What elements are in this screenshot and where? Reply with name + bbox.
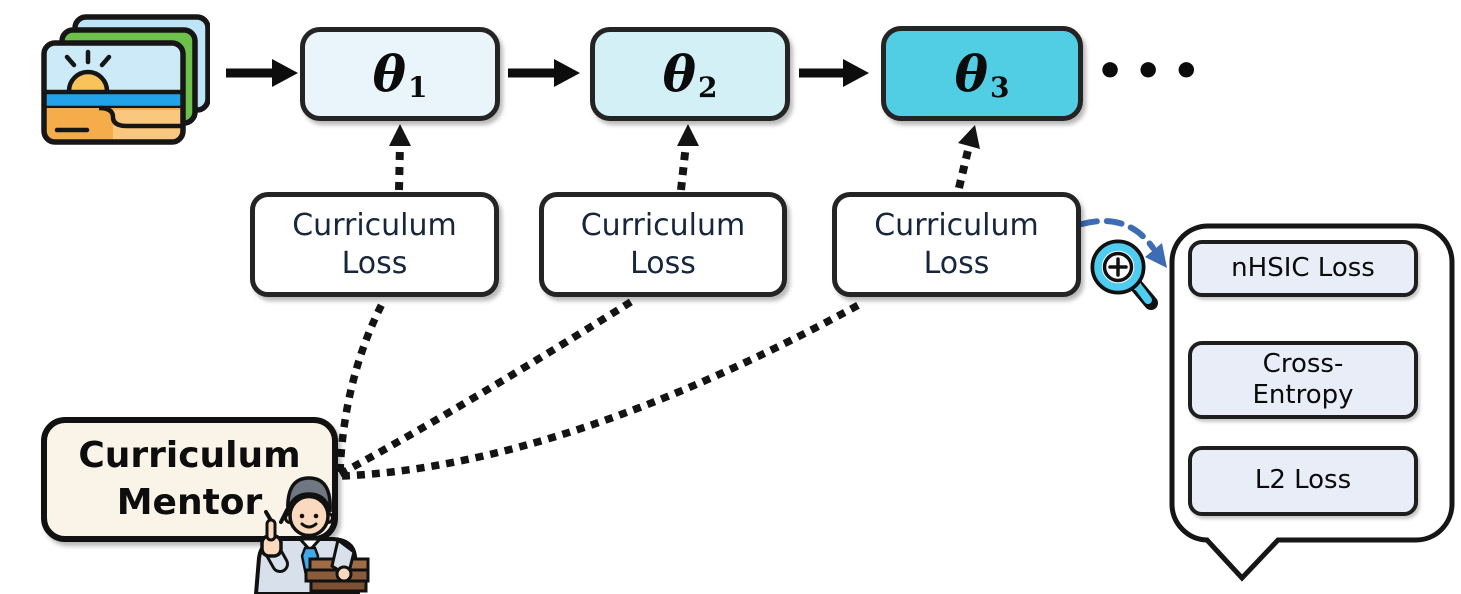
teacher-icon [253, 476, 370, 594]
curriculum-loss-box-1: Curriculum Loss [250, 192, 499, 297]
zoom-detail-arrow [1079, 218, 1167, 268]
mentor-to-loss-curve-1 [336, 300, 387, 473]
loss-to-model-arrow-3 [955, 125, 980, 189]
theta-subscript: 2 [697, 71, 718, 104]
bubble-item-label: Cross- Entropy [1252, 348, 1354, 410]
curriculum-loss-label: Curriculum Loss [874, 208, 1039, 281]
flow-arrow-1 [226, 59, 298, 87]
curriculum-loss-label: Curriculum Loss [580, 208, 746, 281]
flow-arrow-3 [799, 59, 869, 87]
magnifier-plus-icon [1090, 239, 1158, 310]
mentor-to-loss-curve-3 [341, 298, 866, 480]
curriculum-loss-label: Curriculum Loss [292, 208, 457, 281]
theta-symbol: θ [662, 44, 696, 103]
theta-symbol: θ [954, 43, 988, 103]
theta-subscript: 1 [407, 71, 428, 104]
bubble-item-label: nHSIC Loss [1231, 252, 1375, 283]
bubble-item-l2-loss: L2 Loss [1188, 446, 1418, 516]
bubble-item-label: L2 Loss [1254, 465, 1352, 496]
bubble-item-cross-entropy: Cross- Entropy [1188, 341, 1418, 419]
curriculum-mentor-label: Curriculum Mentor [78, 434, 301, 523]
theta-subscript: 3 [989, 70, 1010, 104]
ellipsis-dots: ••• [1096, 46, 1211, 97]
curriculum-loss-box-3: Curriculum Loss [832, 192, 1081, 297]
mentor-to-loss-curve-2 [338, 296, 636, 478]
curriculum-loss-box-2: Curriculum Loss [539, 192, 787, 297]
loss-to-model-arrow-1 [389, 124, 411, 191]
theta-symbol: θ [372, 44, 406, 103]
flow-arrow-2 [508, 59, 580, 87]
photo-scene [41, 40, 186, 145]
image-stack-icon [41, 14, 210, 145]
bubble-item-nhsic-loss: nHSIC Loss [1188, 240, 1418, 297]
loss-to-model-arrow-2 [677, 124, 699, 191]
